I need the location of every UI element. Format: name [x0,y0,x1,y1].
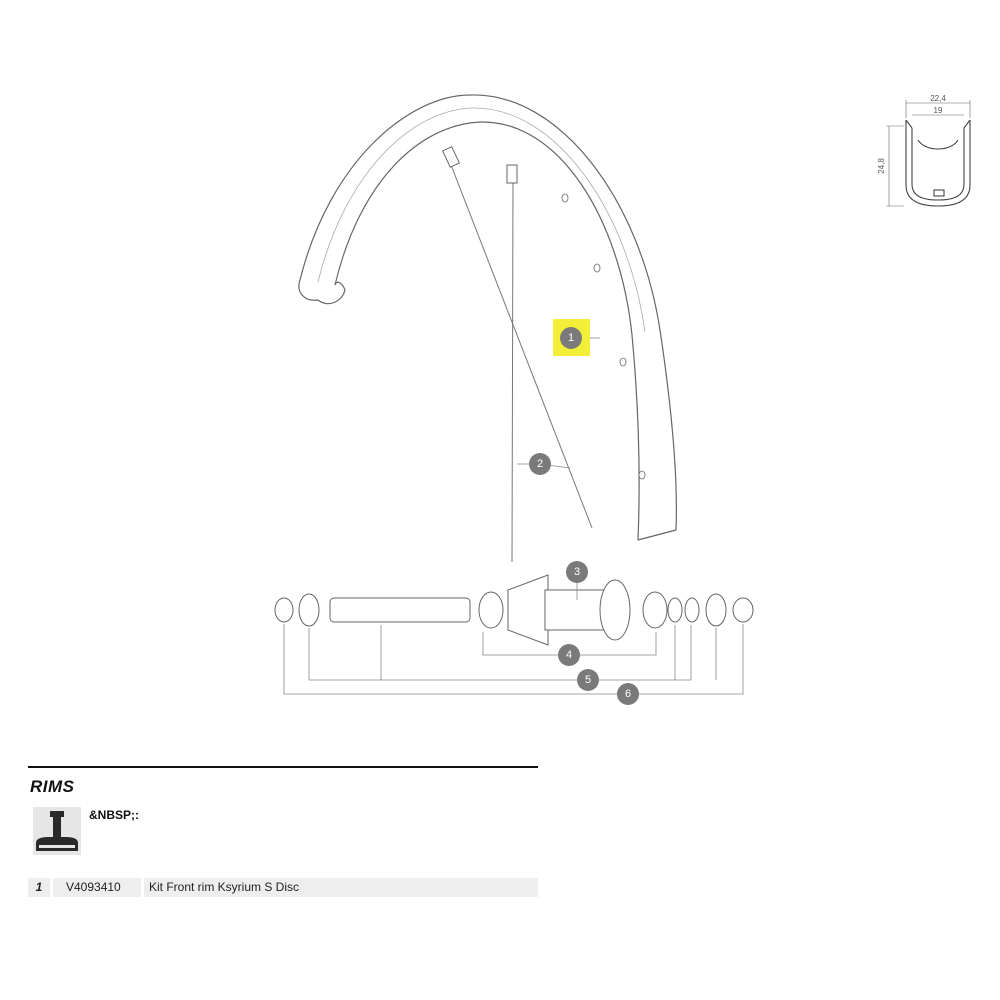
leader-lines [283,337,744,695]
part-number: 1 [28,878,50,897]
profile-inner-width: 19 [934,106,943,115]
section-divider [28,766,538,768]
section-title: RIMS [30,777,75,796]
exploded-view-diagram: 1 2 3 4 5 6 22,4 19 24,8 [274,94,971,705]
profile-dimensions [886,100,971,207]
part-description: Kit Front rim Ksyrium S Disc [144,878,538,897]
callout-6[interactable]: 6 [617,683,639,705]
tube-valve-icon [33,807,81,855]
hub-drawing [274,574,754,646]
callout-3[interactable]: 3 [566,561,588,583]
svg-text:6: 6 [625,688,631,700]
svg-text:4: 4 [566,649,572,661]
part-reference: V4093410 [53,878,141,897]
callout-1[interactable]: 1 [553,319,590,356]
svg-text:1: 1 [568,332,574,344]
callout-4[interactable]: 4 [558,644,580,666]
svg-text:2: 2 [537,458,543,470]
icon-note: &NBSP;: [89,808,139,822]
callout-2[interactable]: 2 [529,453,551,475]
profile-height: 24,8 [877,158,886,174]
rim-drawing [298,94,677,541]
profile-outer-width: 22,4 [930,94,946,103]
callout-5[interactable]: 5 [577,669,599,691]
svg-text:5: 5 [585,674,591,686]
table-row[interactable]: 1 V4093410 Kit Front rim Ksyrium S Disc [28,878,538,897]
rim-profile [905,119,971,207]
svg-text:3: 3 [574,566,580,578]
